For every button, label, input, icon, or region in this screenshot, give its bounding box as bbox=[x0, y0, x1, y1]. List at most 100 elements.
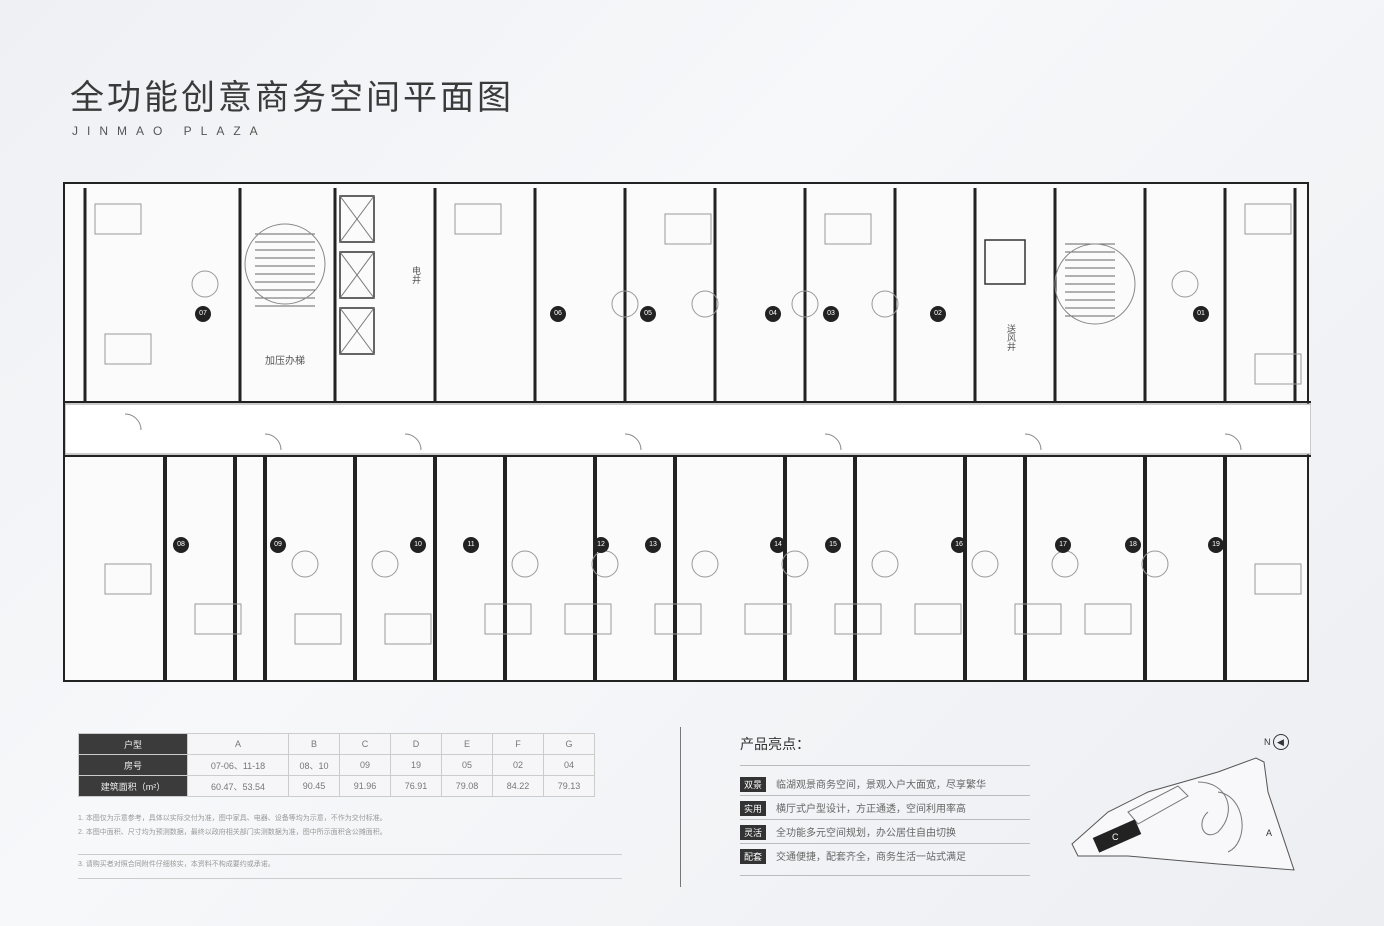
highlight-item: 灵活全功能多元空间规划，办公居住自由切换 bbox=[740, 824, 956, 840]
table-cell: 90.45 bbox=[288, 775, 340, 797]
compass: N◀ bbox=[1262, 734, 1289, 750]
note-1: 1. 本图仅为示意参考，具体以实际交付为准，图中家具、电器、设备等均为示意，不作… bbox=[78, 815, 387, 822]
elevator-cross bbox=[339, 195, 375, 243]
table-icon bbox=[371, 550, 399, 578]
table-cell: 02 bbox=[492, 754, 544, 776]
unit-number-badge: 01 bbox=[1193, 306, 1209, 322]
page-title: 全功能创意商务空间平面图 bbox=[70, 78, 514, 118]
table-cell: 建筑面积（m²） bbox=[78, 775, 188, 797]
bed-icon bbox=[104, 563, 152, 595]
compass-arrow-icon: ◀ bbox=[1272, 734, 1289, 750]
elevator-shaft bbox=[339, 195, 375, 243]
spec-area-row: 建筑面积（m²） 60.47、53.54 90.45 91.96 76.91 7… bbox=[78, 775, 595, 797]
unit-number-badge: 19 bbox=[1208, 537, 1224, 553]
table-cell: F bbox=[492, 733, 544, 755]
note-2: 2. 本图中面积、尺寸均为预测数据，最终以政府相关部门实测数据为准，图中所示面积… bbox=[78, 829, 387, 836]
bed-icon bbox=[914, 603, 962, 635]
divider bbox=[740, 765, 1030, 766]
table-cell: 05 bbox=[441, 754, 493, 776]
divider bbox=[740, 843, 1030, 844]
highlight-tag: 实用 bbox=[740, 801, 767, 816]
unit-number-badge: 07 bbox=[195, 306, 211, 322]
bed-icon bbox=[564, 603, 612, 635]
unit-number-badge: 17 bbox=[1055, 537, 1071, 553]
bed-icon bbox=[1254, 353, 1302, 385]
spec-rooms-row: 房号 07-06、11-18 08、10 09 19 05 02 04 bbox=[78, 754, 595, 776]
table-icon bbox=[1051, 550, 1079, 578]
unit-number-badge: 10 bbox=[410, 537, 426, 553]
highlight-item: 配套交通便捷，配套齐全，商务生活一站式满足 bbox=[740, 848, 966, 864]
bed-icon bbox=[1254, 563, 1302, 595]
door-swing bbox=[264, 433, 282, 451]
divider bbox=[740, 819, 1030, 820]
elevator-shaft bbox=[339, 307, 375, 355]
unit-number-badge: 03 bbox=[823, 306, 839, 322]
site-plan: C A bbox=[1071, 757, 1295, 871]
table-icon bbox=[971, 550, 999, 578]
bed-icon bbox=[824, 213, 872, 245]
unit-number-badge: 11 bbox=[463, 537, 479, 553]
table-cell: 79.08 bbox=[441, 775, 493, 797]
divider bbox=[78, 878, 622, 879]
table-cell: 79.13 bbox=[543, 775, 595, 797]
elevator-shaft bbox=[339, 251, 375, 299]
door-swing bbox=[404, 433, 422, 451]
table-cell: 户型 bbox=[78, 733, 188, 755]
bed-icon bbox=[484, 603, 532, 635]
unit-number-badge: 16 bbox=[951, 537, 967, 553]
bed-icon bbox=[104, 333, 152, 365]
table-icon bbox=[691, 550, 719, 578]
table-cell: B bbox=[288, 733, 340, 755]
bed-icon bbox=[194, 603, 242, 635]
door-swing bbox=[124, 413, 142, 431]
stair-arc bbox=[244, 223, 326, 305]
unit-number-badge: 09 bbox=[270, 537, 286, 553]
table-cell: 76.91 bbox=[390, 775, 442, 797]
table-icon bbox=[1141, 550, 1169, 578]
table-icon bbox=[1171, 270, 1199, 298]
table-icon bbox=[611, 290, 639, 318]
stair-arc bbox=[1054, 243, 1136, 325]
bed-icon bbox=[664, 213, 712, 245]
page-subtitle: JINMAO PLAZA bbox=[72, 124, 267, 138]
highlights-title: 产品亮点： bbox=[740, 736, 810, 752]
door-swing bbox=[824, 433, 842, 451]
unit-number-badge: 13 bbox=[645, 537, 661, 553]
site-outline bbox=[1071, 757, 1295, 871]
table-icon bbox=[291, 550, 319, 578]
table-icon bbox=[511, 550, 539, 578]
table-icon bbox=[691, 290, 719, 318]
divider bbox=[740, 875, 1030, 876]
bed-icon bbox=[654, 603, 702, 635]
table-cell: C bbox=[339, 733, 391, 755]
corridor-label: 送风井 bbox=[1006, 324, 1016, 351]
table-cell: 84.22 bbox=[492, 775, 544, 797]
table-cell: E bbox=[441, 733, 493, 755]
unit-number-badge: 08 bbox=[173, 537, 189, 553]
highlight-text: 交通便捷，配套齐全，商务生活一站式满足 bbox=[776, 852, 967, 863]
table-cell: 60.47、53.54 bbox=[187, 775, 289, 797]
highlight-tag: 双景 bbox=[740, 777, 767, 792]
site-building bbox=[1197, 781, 1229, 835]
bed-icon bbox=[744, 603, 792, 635]
divider bbox=[78, 854, 622, 855]
highlight-item: 双景临湖观景商务空间，景观入户大面宽，尽享繁华 bbox=[740, 776, 986, 792]
table-icon bbox=[871, 290, 899, 318]
table-icon bbox=[191, 270, 219, 298]
unit-number-badge: 05 bbox=[640, 306, 656, 322]
site-other-label: A bbox=[1266, 828, 1272, 838]
shaft-label: 电井 bbox=[411, 266, 421, 284]
divider bbox=[740, 795, 1030, 796]
table-cell: 房号 bbox=[78, 754, 188, 776]
elevator-shaft bbox=[984, 239, 1026, 285]
highlight-text: 横厅式户型设计，方正通透，空间利用率高 bbox=[776, 804, 967, 815]
table-cell: G bbox=[543, 733, 595, 755]
table-cell: 91.96 bbox=[339, 775, 391, 797]
elevator-cross bbox=[339, 251, 375, 299]
bed-icon bbox=[294, 613, 342, 645]
table-icon bbox=[871, 550, 899, 578]
unit-number-badge: 02 bbox=[930, 306, 946, 322]
highlight-tag: 灵活 bbox=[740, 825, 767, 840]
compass-label: N bbox=[1264, 737, 1271, 747]
